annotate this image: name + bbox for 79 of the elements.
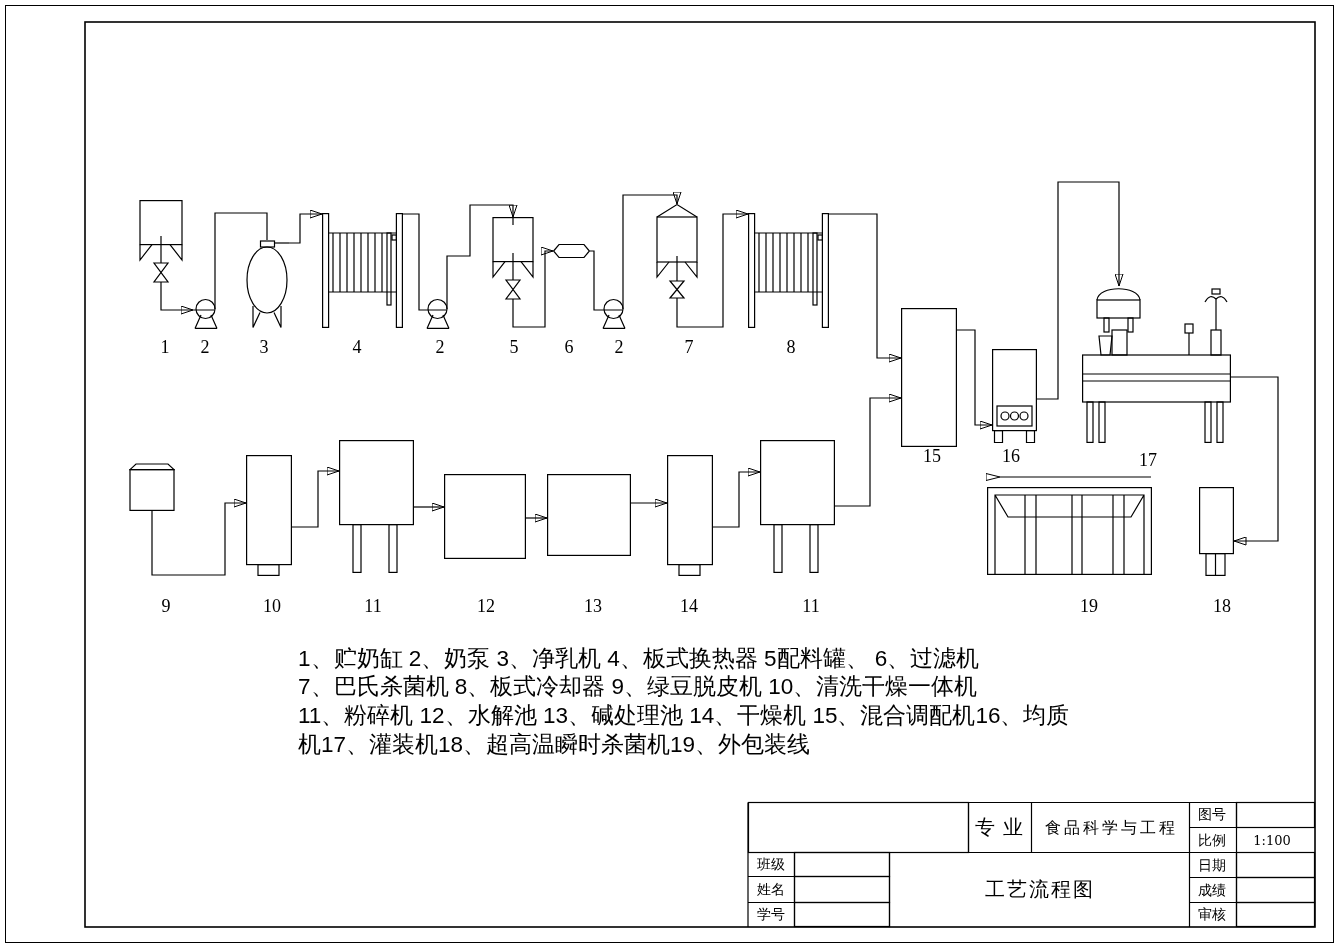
flow-arrow (956, 329, 993, 430)
flow-arrow (446, 204, 518, 298)
pump-drawing (425, 297, 452, 329)
equipment-list-text: 7、巴氏杀菌机 8、板式冷却器 9、绿豆脱皮机 10、清洗干燥一体机 (298, 673, 978, 701)
pipe-line (214, 212, 268, 298)
callout-number: 2 (614, 338, 624, 356)
basin-drawing (547, 474, 631, 556)
tank-drawing (491, 217, 535, 301)
callout-number: 13 (584, 597, 602, 615)
callout-number: 12 (477, 597, 495, 615)
equipment-list-text: 1、贮奶缸 2、奶泵 3、净乳机 4、板式换热器 5配料罐、 6、过滤机 (298, 645, 980, 673)
callout-number: 3 (259, 338, 269, 356)
tank-drawing (138, 200, 184, 284)
field-label: 审核 (1198, 907, 1226, 921)
callout-number: 7 (684, 338, 694, 356)
field-label: 日期 (1198, 858, 1226, 872)
callout-number: 6 (564, 338, 574, 356)
flow-arrow (676, 209, 749, 328)
field-label: 专业 (974, 817, 1031, 837)
equipment-list-text: 11、粉碎机 12、水解池 13、碱处理池 14、干燥机 15、混合调配机16、均质机17、灌装机18、超高温瞬时杀菌机19、外包装线 (298, 702, 1070, 759)
cone-top-tank-drawing (655, 204, 699, 300)
major-name: 食品科学与工程 (1044, 820, 1178, 836)
peeler-drawing (129, 463, 175, 511)
callout-number: 14 (680, 597, 698, 615)
pump-drawing (193, 297, 220, 329)
callout-number: 8 (786, 338, 796, 356)
flow-arrow (834, 393, 902, 507)
flow-arrow (512, 246, 554, 328)
field-label: 学号 (757, 907, 785, 921)
callout-number: 15 (923, 447, 941, 465)
filling-machine-drawing (1082, 286, 1231, 443)
plate-heat-exchanger-drawing (748, 213, 829, 328)
separator-drawing (245, 240, 289, 328)
crusher-drawing (339, 440, 414, 573)
flow-arrow (1230, 376, 1279, 546)
crusher-drawing (760, 440, 835, 573)
field-label: 姓名 (757, 882, 785, 896)
callout-number: 16 (1002, 447, 1020, 465)
drawing-title: 工艺流程图 (984, 879, 1095, 899)
pump-drawing (601, 297, 628, 329)
flow-arrow (160, 283, 194, 315)
scale-value: 1:100 (1253, 833, 1291, 847)
callout-number: 18 (1213, 597, 1231, 615)
field-label: 班级 (757, 857, 785, 871)
mixer-drawing (901, 308, 957, 447)
homogenizer-drawing (992, 349, 1037, 443)
callout-number: 10 (263, 597, 281, 615)
packaging-line-drawing (987, 487, 1152, 575)
flow-arrow (151, 498, 247, 576)
sterilizer-drawing (1199, 487, 1234, 576)
callout-number: 9 (161, 597, 171, 615)
flow-arrow (413, 502, 445, 512)
callout-number: 2 (200, 338, 210, 356)
field-label: 比例 (1198, 833, 1226, 847)
callout-number: 1 (160, 338, 170, 356)
dryer-drawing (667, 455, 713, 576)
flow-arrow (291, 466, 340, 528)
flow-arrow (525, 513, 548, 523)
callout-number: 19 (1080, 597, 1098, 615)
pipe-line (589, 250, 602, 311)
callout-number: 11 (802, 597, 820, 615)
flow-arrow (1036, 181, 1124, 400)
callout-number: 17 (1139, 451, 1157, 469)
basin-drawing (444, 474, 526, 559)
pipe-line (402, 213, 426, 311)
flow-arrow (630, 498, 668, 508)
filter-drawing (553, 243, 590, 259)
flow-arrow (712, 467, 761, 528)
plate-heat-exchanger-drawing (322, 213, 403, 328)
callout-number: 2 (435, 338, 445, 356)
flow-arrow (828, 213, 902, 363)
callout-number: 4 (352, 338, 362, 356)
washer-dryer-drawing (246, 455, 292, 576)
callout-number: 5 (509, 338, 519, 356)
field-label: 成绩 (1198, 883, 1226, 897)
flow-arrow (622, 191, 682, 298)
field-label: 图号 (1198, 807, 1226, 821)
callout-number: 11 (364, 597, 382, 615)
flow-arrow (288, 209, 323, 244)
